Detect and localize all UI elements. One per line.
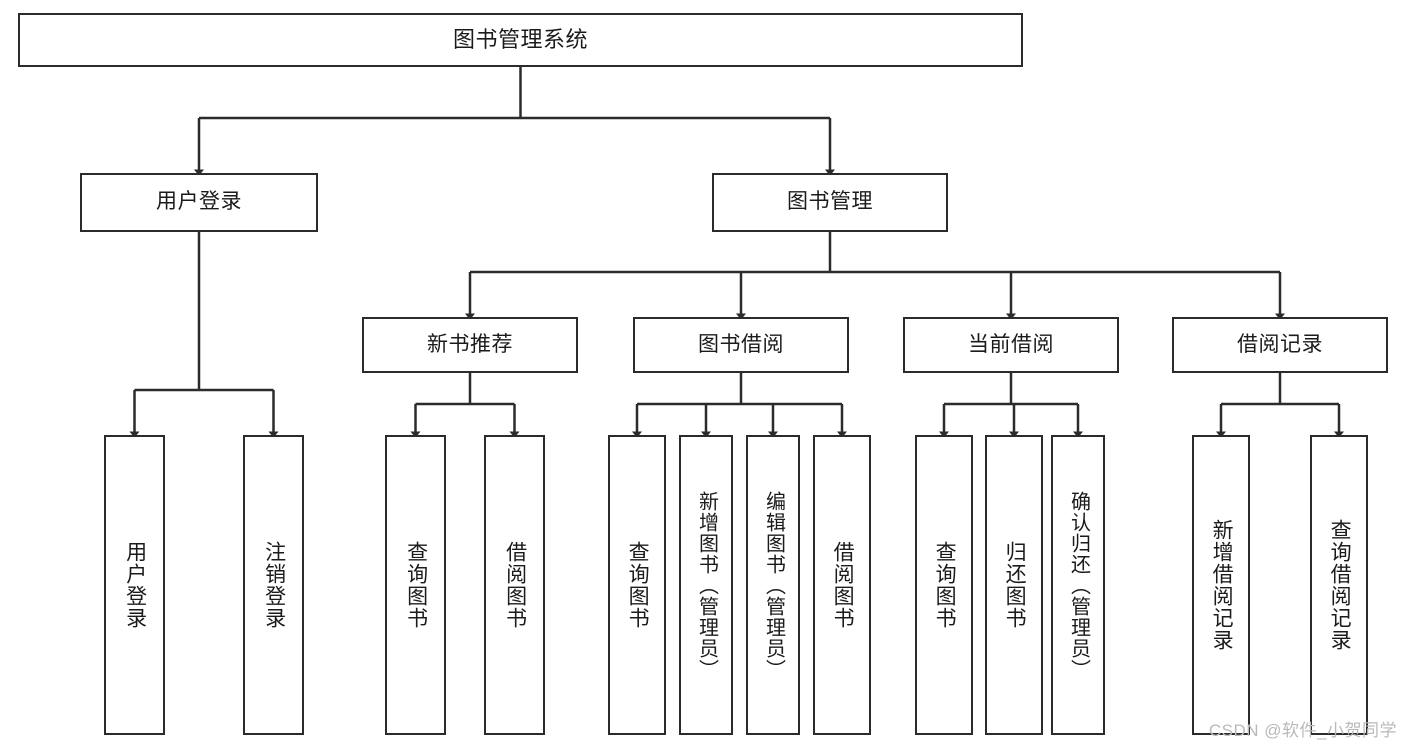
node-label: 图书管理系统: [452, 27, 588, 53]
node-root[interactable]: 图书管理系统: [18, 13, 1023, 67]
node-leaf-rec-borrow[interactable]: 借阅图书: [484, 435, 545, 735]
node-label: 借阅图书: [831, 541, 855, 629]
node-leaf-br-add[interactable]: 新增借阅记录: [1192, 435, 1250, 735]
watermark-label: CSDN @软件_小贺同学: [1208, 721, 1397, 740]
node-user-login[interactable]: 用户登录: [80, 173, 318, 232]
node-label: 当前借阅: [968, 332, 1054, 356]
node-leaf-cb-query[interactable]: 查询图书: [915, 435, 973, 735]
node-leaf-logout[interactable]: 注销登录: [243, 435, 304, 735]
node-label: 查询图书: [626, 541, 650, 629]
node-leaf-user-login[interactable]: 用户登录: [104, 435, 165, 735]
node-leaf-bb-edit[interactable]: 编辑图书（管理员）: [746, 435, 800, 735]
node-current-borrow[interactable]: 当前借阅: [903, 317, 1119, 373]
node-leaf-bb-query[interactable]: 查询图书: [608, 435, 666, 735]
node-book-borrow[interactable]: 图书借阅: [633, 317, 849, 373]
node-book-manage[interactable]: 图书管理: [712, 173, 948, 232]
node-leaf-bb-add[interactable]: 新增图书（管理员）: [679, 435, 733, 735]
node-label: 借阅图书: [503, 541, 527, 629]
node-label: 借阅记录: [1237, 332, 1323, 356]
node-label: 归还图书: [1003, 541, 1027, 629]
node-label: 用户登录: [123, 541, 147, 629]
node-label: 确认归还（管理员）: [1067, 490, 1090, 680]
node-new-book-rec[interactable]: 新书推荐: [362, 317, 578, 373]
node-label: 查询图书: [933, 541, 957, 629]
node-label: 图书管理: [787, 190, 873, 214]
node-label: 编辑图书（管理员）: [762, 490, 785, 680]
node-leaf-br-query[interactable]: 查询借阅记录: [1310, 435, 1368, 735]
node-borrow-record[interactable]: 借阅记录: [1172, 317, 1388, 373]
node-label: 新增图书（管理员）: [695, 490, 718, 680]
node-label: 注销登录: [262, 541, 286, 629]
node-label: 查询借阅记录: [1328, 519, 1352, 651]
node-label: 新增借阅记录: [1210, 519, 1234, 651]
node-leaf-rec-query[interactable]: 查询图书: [385, 435, 446, 735]
node-leaf-cb-return[interactable]: 归还图书: [985, 435, 1043, 735]
node-label: 新书推荐: [427, 332, 513, 356]
node-label: 用户登录: [156, 190, 242, 214]
node-label: 图书借阅: [698, 332, 784, 356]
node-leaf-cb-confirm[interactable]: 确认归还（管理员）: [1051, 435, 1105, 735]
node-leaf-bb-borrow[interactable]: 借阅图书: [813, 435, 871, 735]
node-label: 查询图书: [404, 541, 428, 629]
